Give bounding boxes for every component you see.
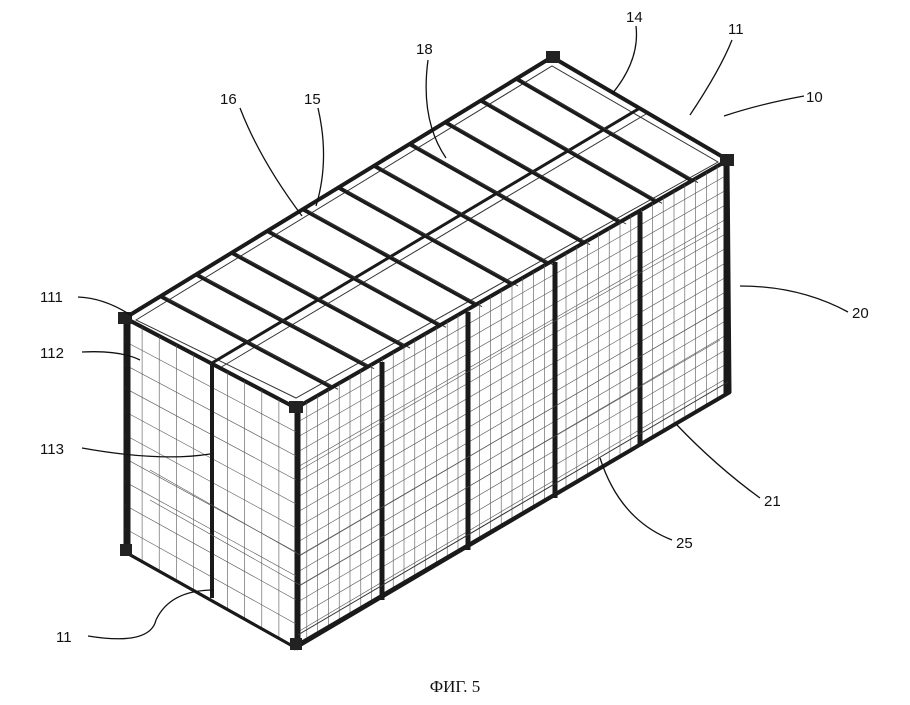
- front-mesh-panel: [295, 166, 729, 642]
- leader-lines: [77, 25, 849, 640]
- figure-caption: ФИГ. 5: [430, 677, 481, 696]
- corner-fittings: [118, 51, 734, 650]
- end-face: [123, 315, 298, 651]
- label-15: 15: [304, 91, 321, 108]
- label-112: 112: [40, 345, 64, 362]
- label-21: 21: [764, 493, 781, 510]
- interior-frames: [149, 227, 721, 586]
- label-11-top: 11: [728, 21, 744, 38]
- top-transverse-beams: [159, 77, 699, 390]
- front-long-face: [294, 157, 732, 651]
- label-16: 16: [220, 91, 237, 108]
- label-18: 18: [416, 41, 433, 58]
- label-14: 14: [626, 9, 643, 26]
- label-113: 113: [40, 441, 64, 458]
- label-111: 111: [40, 289, 63, 306]
- reference-labels: 10 11 14 18 15 16 111 112 113 20 21 25 1…: [40, 9, 869, 646]
- front-posts: [295, 162, 729, 646]
- label-25: 25: [676, 535, 693, 552]
- label-20: 20: [852, 305, 869, 322]
- label-10: 10: [806, 89, 823, 106]
- top-face: [120, 54, 732, 411]
- label-11-bottom: 11: [56, 629, 72, 646]
